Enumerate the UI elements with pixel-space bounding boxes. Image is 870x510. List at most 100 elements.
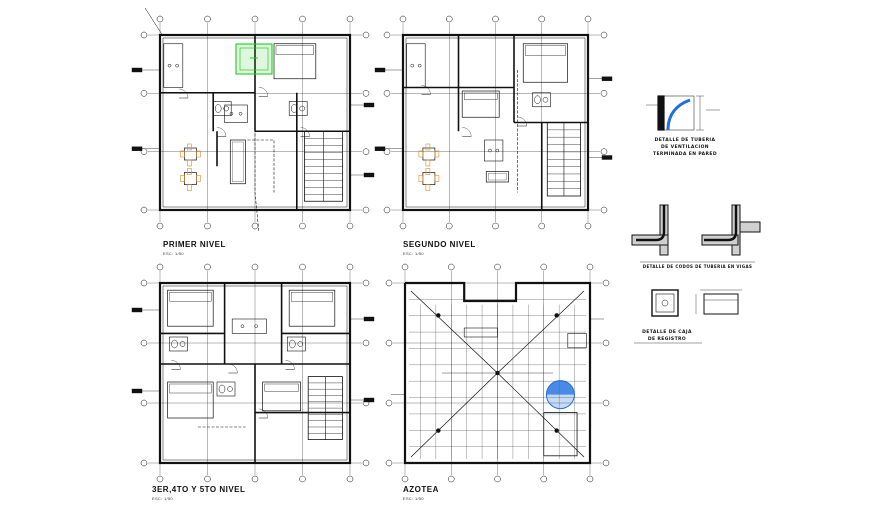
plan-tercer-tag-box: [131, 388, 143, 394]
plan-segundo-axis-bubble: [399, 222, 407, 230]
plan-segundo-lavatory: [542, 97, 549, 103]
plan-tercer-toilet: [218, 384, 226, 394]
plan-segundo-bed-pillow: [525, 45, 566, 56]
plan-tercer-bed-pillow: [291, 292, 334, 302]
plan-title-azotea: AZOTEA: [403, 485, 439, 494]
plan-segundo-axis-bubble: [383, 206, 391, 214]
plan-tercer-lavatory: [179, 341, 186, 347]
plan-azotea-axis-bubble: [540, 263, 547, 271]
plan-primer-burner: [238, 112, 243, 116]
plan-azotea-axis-bubble: [586, 475, 594, 483]
plan-azotea-slope-line: [410, 290, 498, 374]
plan-segundo-chair: [418, 175, 424, 182]
plan-tercer-bed: [288, 289, 336, 327]
plan-primer-door-swing: [300, 127, 310, 137]
plan-primer-bath-box: [212, 101, 232, 116]
plan-azotea-axis-bubble: [602, 279, 610, 287]
plan-primer-sink: [167, 63, 172, 68]
plan-primer-axis-bubble: [140, 31, 148, 39]
plan-primer-sofa-cushion: [232, 141, 244, 182]
plan-tercer-toilet: [289, 339, 296, 349]
plan-primer-highlight-inner: [239, 47, 269, 71]
plan-primer-tag-box: [131, 146, 143, 151]
plan-primer-axis-bubble: [346, 222, 354, 230]
plan-segundo-axis-bubble: [600, 31, 608, 39]
plan-azotea-slope-line: [497, 290, 585, 374]
plan-tercer-bed: [262, 381, 301, 412]
plan-segundo-chair: [425, 184, 431, 191]
plan-segundo-bed: [522, 43, 569, 83]
plan-azotea-axis-bubble: [540, 475, 547, 483]
plan-tercer-bed-pillow: [169, 383, 212, 394]
plan-segundo-axis-bubble: [538, 15, 545, 23]
plan-tercer-burner: [254, 324, 258, 328]
plan-primer-chair: [187, 168, 192, 175]
plan-segundo-bed: [461, 90, 500, 118]
plan-tercer-axis-bubble: [362, 279, 370, 287]
plan-tercer-axis-bubble: [299, 475, 306, 483]
plan-primer-chair: [187, 159, 192, 167]
plan-azotea-axis-bubble: [494, 263, 501, 271]
plan-tercer-bath-box: [286, 336, 306, 352]
plan-tercer-bed-pillow: [169, 292, 212, 302]
plan-segundo-chair: [434, 175, 440, 182]
plan-primer-axis-bubble: [362, 206, 370, 214]
plan-tercer-axis-bubble: [251, 475, 259, 483]
plan-primer-chair: [187, 184, 192, 191]
plan-primer-pipe-route: [254, 52, 260, 232]
plan-azotea-stair-housing: [543, 412, 578, 457]
plan-azotea-axis-bubble: [494, 475, 501, 483]
plan-primer-axis-bubble: [140, 206, 148, 214]
plan-azotea-axis-bubble: [385, 339, 393, 347]
plan-primer-chair: [196, 175, 201, 182]
plan-primer-chair: [196, 150, 201, 158]
plan-primer-highlight-box: [235, 43, 273, 75]
plan-segundo-chair: [425, 159, 431, 167]
plan-tercer-sink: [240, 324, 245, 328]
plan-segundo-tag-box: [374, 146, 386, 151]
plan-azotea-slope-line: [497, 372, 585, 458]
plan-segundo-axis-bubble: [600, 148, 608, 155]
plan-primer-toilet: [214, 104, 222, 113]
plan-tercer-axis-bubble: [299, 263, 306, 271]
plan-tercer-axis-bubble: [204, 263, 211, 271]
plan-segundo-bed-pillow: [464, 92, 498, 100]
plan-tercer-tag-box: [131, 307, 143, 313]
plan-primer-tag-box: [131, 67, 143, 73]
plan-title-segundo-nivel: SEGUNDO NIVEL: [403, 240, 476, 249]
plan-segundo-chair: [434, 150, 440, 158]
plan-tercer-bed-pillow: [264, 383, 299, 392]
plan-title-tercer-nivel: 3ER,4TO Y 5TO NIVEL: [152, 485, 246, 494]
plan-primer-door-swing: [216, 127, 227, 137]
plan-tercer-axis-bubble: [204, 475, 211, 483]
plan-scale-tercer-nivel: ESC: 1/50: [152, 496, 173, 501]
plan-segundo-axis-bubble: [446, 222, 453, 230]
detail-ventilacion-line3: TERMINADA EN PARED: [652, 152, 718, 157]
plan-primer-toilet: [290, 104, 298, 113]
detail-ventilacion-pipe-box: [663, 95, 695, 131]
plan-azotea-outer-wall: [403, 281, 592, 465]
plan-segundo-chair: [425, 143, 431, 151]
plan-azotea-axis-bubble: [385, 279, 393, 287]
plan-segundo-bath-box: [532, 92, 551, 108]
detail-caja-box-drain: [661, 299, 669, 307]
plan-tercer-axis-bubble: [346, 263, 354, 271]
plan-segundo-sofa-cushion: [488, 173, 507, 181]
detail-codos-label: DETALLE DE CODOS DE TUBERIA EN VIGAS: [642, 264, 753, 269]
plan-primer-axis-bubble: [362, 148, 370, 155]
plan-primer-axis-bubble: [362, 31, 370, 39]
plan-tercer-door-swing: [285, 360, 295, 370]
plan-tercer-axis-bubble: [140, 399, 148, 407]
plan-tercer-toilet: [171, 339, 178, 349]
plan-segundo-counter: [484, 139, 504, 162]
plan-tercer-axis-bubble: [251, 263, 259, 271]
plan-azotea-axis-bubble: [602, 339, 610, 347]
plan-tercer-tag-box: [363, 316, 375, 322]
plan-tercer-bath-box: [216, 381, 236, 397]
plan-primer-axis-bubble: [156, 15, 164, 23]
plan-tercer-axis-bubble: [140, 459, 148, 467]
plan-primer-counter: [163, 43, 184, 88]
plan-tercer-axis-bubble: [346, 475, 354, 483]
plan-azotea-slope-line: [410, 372, 498, 458]
